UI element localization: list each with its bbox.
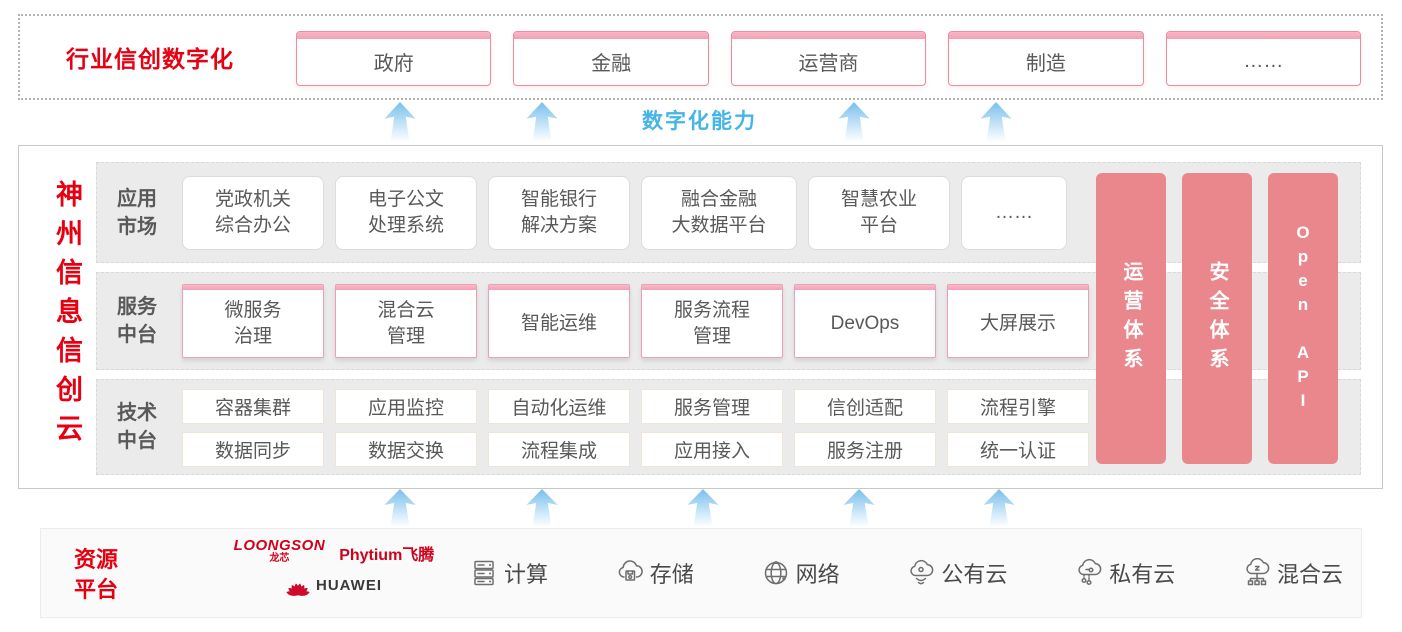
vendor-logos: LOONGSON 龙芯 Phytium飞腾 [209, 538, 459, 597]
public-cloud-icon [910, 559, 934, 585]
digital-capability-label: 数字化能力 [642, 110, 757, 133]
service-box-hybrid-cloud-mgmt: 混合云 管理 [335, 284, 477, 358]
industry-band: 行业信创数字化 政府 金融 运营商 制造 …… [18, 14, 1383, 100]
app-box-edoc-system: 电子公文 处理系统 [335, 176, 477, 250]
resource-item-private-cloud: 私有云 [1074, 557, 1175, 589]
industry-item-finance: 金融 [513, 31, 709, 86]
app-market-boxes: 党政机关 综合办公 电子公文 处理系统 智能银行 解决方案 融合金融 大数据平台… [182, 176, 1067, 250]
private-cloud-icon [1078, 558, 1102, 586]
pillar-operation-system-label: 运营体系 [1120, 260, 1142, 377]
up-arrow-icon [687, 489, 719, 527]
tech-box-process-integration: 流程集成 [488, 432, 630, 467]
up-arrow-icon [843, 489, 875, 527]
app-box-more: …… [961, 176, 1067, 250]
pillar-open-api: Open API [1268, 173, 1338, 464]
industry-item-more: …… [1165, 31, 1362, 86]
pillar-security-system-label: 安全体系 [1206, 260, 1228, 377]
resource-item-label: 存储 [649, 562, 694, 587]
tech-platform-boxes: 容器集群 应用监控 自动化运维 服务管理 信创适配 流程引擎 数据同步 数据交换… [182, 389, 1089, 467]
huawei-logo-text: HUAWEI [316, 576, 382, 594]
up-arrow-icon [384, 489, 416, 527]
service-box-devops: DevOps [794, 284, 936, 358]
service-box-service-process-mgmt: 服务流程 管理 [641, 284, 783, 358]
hybrid-cloud-icon [1246, 558, 1270, 586]
tech-box-service-registry: 服务注册 [794, 432, 936, 467]
resource-item-label: 混合云 [1276, 562, 1343, 587]
service-box-microservice-governance: 微服务 治理 [182, 284, 324, 358]
service-platform-row: 服务 中台 微服务 治理 混合云 管理 智能运维 服务流程 管理 DevOps … [96, 272, 1361, 370]
industry-item-operator: 运营商 [730, 31, 927, 86]
tech-box-unified-auth: 统一认证 [947, 432, 1089, 467]
resource-items: 计算 存储 [469, 529, 1343, 617]
tech-box-process-engine: 流程引擎 [947, 389, 1089, 424]
resource-item-label: 私有云 [1109, 562, 1176, 587]
huawei-flower-icon [286, 583, 310, 596]
pillar-open-api-label: Open API [1293, 222, 1313, 415]
storage-cloud-icon [618, 560, 643, 581]
app-market-row: 应用 市场 党政机关 综合办公 电子公文 处理系统 智能银行 解决方案 融合金融… [96, 162, 1361, 263]
up-arrow-icon [384, 102, 416, 142]
app-box-finance-bigdata: 融合金融 大数据平台 [641, 176, 797, 250]
tech-box-app-access: 应用接入 [641, 432, 783, 467]
resource-item-public-cloud: 公有云 [906, 557, 1007, 589]
service-platform-boxes: 微服务 治理 混合云 管理 智能运维 服务流程 管理 DevOps 大屏展示 [182, 284, 1089, 358]
tech-box-xinchuang-adaptation: 信创适配 [794, 389, 936, 424]
loongson-logo: LOONGSON 龙芯 [234, 538, 326, 565]
network-globe-icon [764, 561, 787, 585]
industry-items: 政府 金融 运营商 制造 …… [296, 31, 1362, 86]
resource-platform-label: 资源 平台 [74, 547, 119, 602]
app-box-party-gov-office: 党政机关 综合办公 [182, 176, 324, 250]
tech-box-automated-ops: 自动化运维 [488, 389, 630, 424]
tech-box-data-sync: 数据同步 [182, 432, 324, 467]
platform-panel: 神州信息信创云 应用 市场 党政机关 综合办公 电子公文 处理系统 智能银行 解… [18, 145, 1383, 489]
tech-platform-row-label: 技术 中台 [117, 402, 157, 452]
up-arrow-icon [526, 489, 558, 527]
compute-server-icon [474, 560, 494, 586]
loongson-logo-cn: 龙芯 [269, 553, 290, 564]
pillar-security-system: 安全体系 [1182, 173, 1252, 464]
service-platform-row-label: 服务 中台 [117, 296, 157, 346]
phytium-logo: Phytium飞腾 [339, 547, 435, 564]
app-market-row-label: 应用 市场 [117, 187, 157, 238]
up-arrow-icon [983, 489, 1015, 527]
industry-band-title: 行业信创数字化 [66, 46, 234, 72]
tech-box-service-mgmt: 服务管理 [641, 389, 783, 424]
resource-item-storage: 存储 [615, 557, 694, 589]
resource-item-label: 网络 [795, 562, 840, 587]
tech-box-app-monitoring: 应用监控 [335, 389, 477, 424]
tech-box-data-exchange: 数据交换 [335, 432, 477, 467]
app-box-smart-agriculture: 智慧农业 平台 [808, 176, 950, 250]
resource-item-label: 公有云 [941, 562, 1008, 587]
tech-platform-row: 技术 中台 容器集群 应用监控 自动化运维 服务管理 信创适配 流程引擎 数据同… [96, 379, 1361, 475]
resource-platform-panel: 资源 平台 LOONGSON 龙芯 Phytium飞腾 [40, 528, 1362, 618]
resource-item-label: 计算 [504, 562, 549, 587]
resource-item-hybrid-cloud: 混合云 [1242, 557, 1343, 589]
service-box-dashboard-display: 大屏展示 [947, 284, 1089, 358]
up-arrow-icon [838, 102, 870, 142]
huawei-logo: HUAWEI [209, 573, 459, 597]
up-arrow-icon [980, 102, 1012, 142]
resource-item-network: 网络 [761, 557, 840, 589]
app-box-smart-banking: 智能银行 解决方案 [488, 176, 630, 250]
pillar-operation-system: 运营体系 [1096, 173, 1166, 464]
loongson-logo-text: LOONGSON [233, 537, 326, 554]
tech-box-container-cluster: 容器集群 [182, 389, 324, 424]
industry-item-manufacturing: 制造 [948, 31, 1144, 86]
resource-item-compute: 计算 [469, 557, 548, 589]
service-box-intelligent-ops: 智能运维 [488, 284, 630, 358]
up-arrow-icon [526, 102, 558, 142]
platform-title: 神州信息信创云 [52, 180, 82, 453]
industry-item-government: 政府 [296, 31, 492, 86]
